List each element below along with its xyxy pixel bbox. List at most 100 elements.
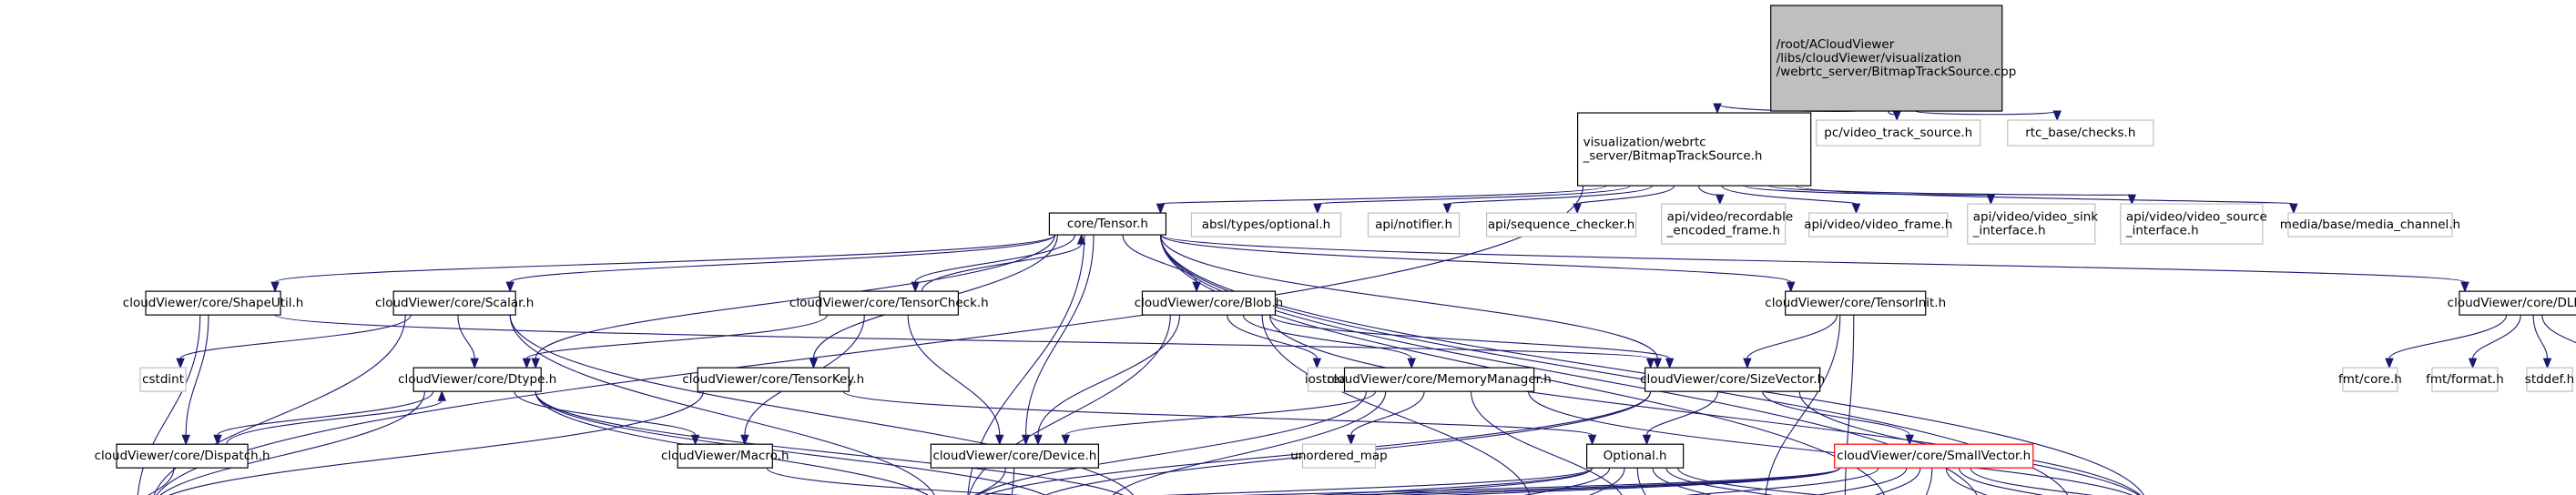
arrowhead-icon <box>2052 110 2062 122</box>
edge-line <box>921 243 1083 292</box>
edge-line <box>1112 391 1387 495</box>
node-label: cloudViewer/core/Scalar.h <box>375 296 534 310</box>
edge-blob-to-memmgr <box>1242 314 1416 369</box>
node-shapeutil[interactable]: cloudViewer/core/ShapeUtil.h <box>123 290 304 316</box>
edge-line <box>968 315 1171 495</box>
edge-line <box>226 399 443 445</box>
edge-smallvec-to-memory <box>1958 468 2044 495</box>
node-label: cloudViewer/core/Dispatch.h <box>95 449 270 463</box>
node-absl: absl/types/optional.h <box>1190 212 1342 237</box>
arrowhead-icon <box>2468 358 2478 369</box>
arrowhead-icon <box>2460 281 2469 293</box>
arrowhead-icon <box>505 281 514 293</box>
edge-line <box>535 391 929 495</box>
edge-optional-to-utility <box>1665 468 1774 495</box>
edge-tensor-to-dtype <box>531 235 1055 369</box>
node-label: stddef.h <box>2525 372 2574 387</box>
arrowhead-icon <box>1587 434 1597 446</box>
node-tensorcheck[interactable]: cloudViewer/core/TensorCheck.h <box>789 290 989 316</box>
edge-line <box>1636 468 1646 495</box>
node-bts[interactable]: visualization/webrtc_server/BitmapTrackS… <box>1577 112 1812 187</box>
arrowhead-icon <box>1313 203 1322 215</box>
node-box <box>1141 290 1277 316</box>
edge-memmgr-to-umap <box>1346 391 1425 446</box>
node-label: cloudViewer/core/TensorKey.h <box>682 372 864 387</box>
node-blob[interactable]: cloudViewer/core/Blob.h <box>1135 290 1283 316</box>
node-label: fmt/format.h <box>2426 372 2504 387</box>
node-device[interactable]: cloudViewer/core/Device.h <box>930 443 1100 469</box>
arrowhead-icon <box>1312 358 1322 369</box>
node-box <box>1586 443 1685 469</box>
node-label: _interface.h <box>2125 224 2199 238</box>
node-label: Optional.h <box>1604 449 1667 463</box>
node-dlpack[interactable]: cloudViewer/core/DLPack.h <box>2448 290 2576 316</box>
arrowhead-icon <box>531 358 540 369</box>
node-tensor[interactable]: core/Tensor.h <box>1048 212 1167 236</box>
node-tensorinit[interactable]: cloudViewer/core/TensorInit.h <box>1765 290 1946 316</box>
node-optional[interactable]: Optional.h <box>1586 443 1685 469</box>
edge-line <box>1470 391 1623 495</box>
arrowhead-icon <box>1033 434 1043 446</box>
edge-line <box>1333 467 1841 495</box>
node-scalar[interactable]: cloudViewer/core/Scalar.h <box>375 290 534 316</box>
arrowhead-icon <box>1156 203 1166 215</box>
edge-smallvec-to-cstring <box>1333 467 1841 495</box>
node-label: cloudViewer/core/SmallVector.h <box>1837 449 2031 463</box>
node-label: cloudViewer/core/Blob.h <box>1135 296 1283 310</box>
arrowhead-icon <box>1442 203 1452 215</box>
node-label: _encoded_frame.h <box>1666 224 1780 238</box>
node-memmgr[interactable]: cloudViewer/core/MemoryManager.h <box>1327 367 1552 392</box>
node-sizevec[interactable]: cloudViewer/core/SizeVector.h <box>1640 367 1825 392</box>
edge-line <box>274 314 1652 359</box>
node-box <box>1808 212 1949 237</box>
edge-tensor-to-tensorinit <box>1159 234 1796 293</box>
arrowhead-icon <box>2127 194 2137 206</box>
edge-tensor-to-device <box>1021 235 1095 446</box>
edge-scalar-to-cstdint <box>176 314 412 369</box>
node-tensorkey[interactable]: cloudViewer/core/TensorKey.h <box>682 367 864 392</box>
edge-scalar-to-dtype <box>457 315 479 369</box>
node-label: api/video/recordable <box>1667 210 1794 225</box>
edge-memmgr-to-stdexcept <box>1470 391 1623 495</box>
arrowhead-icon <box>1061 434 1071 446</box>
node-box <box>819 290 959 316</box>
node-label: pc/video_track_source.h <box>1824 126 1972 140</box>
edge-line <box>1795 185 2295 205</box>
edge-line <box>1064 390 1377 436</box>
edge-tensor-to-typetraits <box>1159 235 1885 495</box>
edge-line <box>1697 185 1721 196</box>
edge-line <box>1652 468 1712 495</box>
edge-line <box>179 314 412 359</box>
node-label: api/notifier.h <box>1375 217 1452 232</box>
node-smallvec: cloudViewer/core/SmallVector.h <box>1834 443 2034 469</box>
node-box <box>1834 443 2034 469</box>
edge-line <box>1122 235 1197 283</box>
edge-line <box>1576 185 1675 205</box>
edge-smallvec-to-cstddef <box>1970 468 2094 495</box>
edge-line <box>1665 468 1774 495</box>
node-box <box>145 290 281 316</box>
edge-scalar-to-string <box>509 315 935 495</box>
edge-tensorinit-to-initlist <box>1765 315 1841 495</box>
edge-optional-to-stdexcept <box>1636 468 1646 495</box>
node-macro[interactable]: cloudViewer/Macro.h <box>661 443 789 469</box>
arrowhead-icon <box>2289 203 2298 215</box>
edge-tensorinit-to-utility <box>1844 315 1855 495</box>
node-dtype[interactable]: cloudViewer/core/Dtype.h <box>398 367 556 392</box>
node-box <box>2431 367 2499 392</box>
edge-dtype-to-cassert <box>535 391 1124 495</box>
node-label: cloudViewer/core/DLPack.h <box>2448 296 2576 310</box>
edge-line <box>1677 468 1823 495</box>
edge-line <box>1159 234 2466 283</box>
edge-line <box>217 391 434 436</box>
node-label: visualization/webrtc <box>1583 136 1706 150</box>
edge-line <box>766 467 1023 495</box>
edge-line <box>1159 235 1658 359</box>
arrowhead-icon <box>1192 281 1201 293</box>
arrowhead-icon <box>1645 358 1655 369</box>
edge-bts-to-vsrc <box>1768 185 2137 206</box>
edge-tensorkey-to-optional <box>842 390 1597 446</box>
edge-line <box>1389 467 1841 495</box>
node-dispatch[interactable]: cloudViewer/core/Dispatch.h <box>95 443 270 469</box>
node-box <box>2007 119 2154 146</box>
